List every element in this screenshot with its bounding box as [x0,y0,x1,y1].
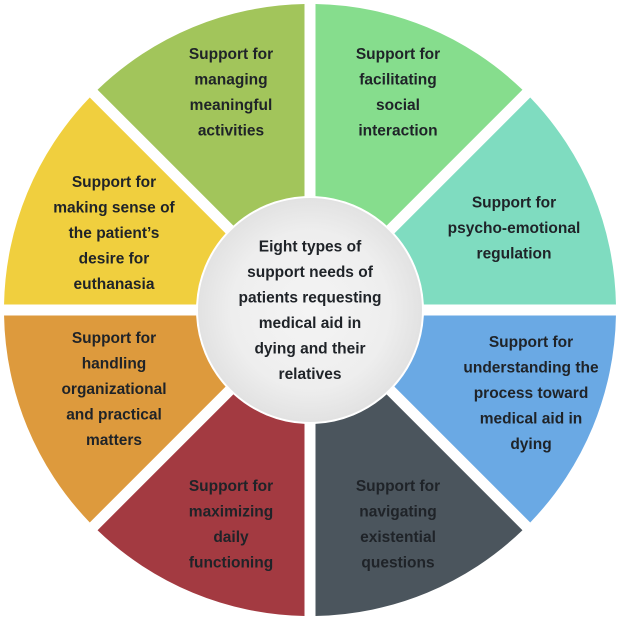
segment-label-line: Support for [189,46,273,63]
segment-label-line: regulation [477,246,552,263]
segment-label-meaningful-activities: Support for managing meaningful activities [189,46,273,140]
segment-label-line: Support for [72,174,156,191]
center-label-line: Eight types of [259,238,362,255]
segment-label-line: questions [361,554,434,571]
segment-label-organizational-practical-matters: Support for handling organizational and pra… [61,330,166,449]
segment-label-line: meaningful [190,97,273,114]
segment-meaningful-activities [97,4,305,226]
segment-label-line: and practical [66,407,162,424]
segment-label-line: organizational [61,381,166,398]
center-label-line: dying and their [254,340,365,357]
segment-label-line: Support for [189,478,273,495]
segment-label-line: daily [213,529,249,546]
center-label-line: support needs of [247,264,374,281]
segment-label-daily-functioning: Support for maximizing daily functioning [189,478,273,572]
segment-label-euthanasia-desire: Support for making sense of the patient’s d… [53,174,175,293]
segment-label-existential-questions: Support for navigating existential question… [356,478,440,572]
center-label-line: medical aid in [259,315,362,332]
segment-psycho-emotional-regulation [394,97,616,305]
segment-existential-questions [315,394,523,616]
segment-label-line: handling [82,356,147,373]
segment-label-line: maximizing [189,503,273,520]
segments-layer [4,4,616,616]
segment-organizational-practical-matters [4,315,226,523]
segment-label-line: existential [360,529,436,546]
segment-daily-functioning [97,394,305,616]
segment-label-line: making sense of [53,200,175,217]
center-label-line: relatives [279,366,342,383]
segment-label-line: dying [510,436,551,453]
segment-label-psycho-emotional-regulation: Support for psycho-emotional regulation [448,195,581,263]
segment-label-line: euthanasia [74,276,155,293]
center-circle [198,198,422,422]
segment-label-process-toward-maid: Support for understanding the process towa… [463,334,599,453]
segment-label-line: matters [86,432,142,449]
segment-label-line: facilitating [359,71,437,88]
segment-label-line: Support for [72,330,156,347]
segment-label-line: interaction [358,122,437,139]
segment-process-toward-maid [394,315,616,523]
segment-label-line: understanding the [463,360,599,377]
segment-label-line: social [376,97,420,114]
segment-label-line: process toward [474,385,589,402]
segment-label-line: Support for [356,46,440,63]
segment-label-line: medical aid in [480,411,583,428]
segment-label-line: Support for [356,478,440,495]
center-label-line: patients requesting [239,289,382,306]
segment-label-line: the patient’s [69,225,160,242]
segment-label-social-interaction: Support for facilitating social interaction [356,46,440,140]
segment-label-line: activities [198,122,264,139]
segment-label-line: Support for [489,334,573,351]
segment-label-line: managing [194,71,267,88]
segment-label-line: Support for [472,195,556,212]
segment-social-interaction [315,4,523,226]
segment-label-line: desire for [79,251,150,268]
center-label: Eight types of support needs of patients r… [239,238,382,383]
segment-label-line: functioning [189,554,273,571]
segment-label-line: psycho-emotional [448,220,581,237]
segment-label-line: navigating [359,503,437,520]
segment-euthanasia-desire [4,97,226,305]
